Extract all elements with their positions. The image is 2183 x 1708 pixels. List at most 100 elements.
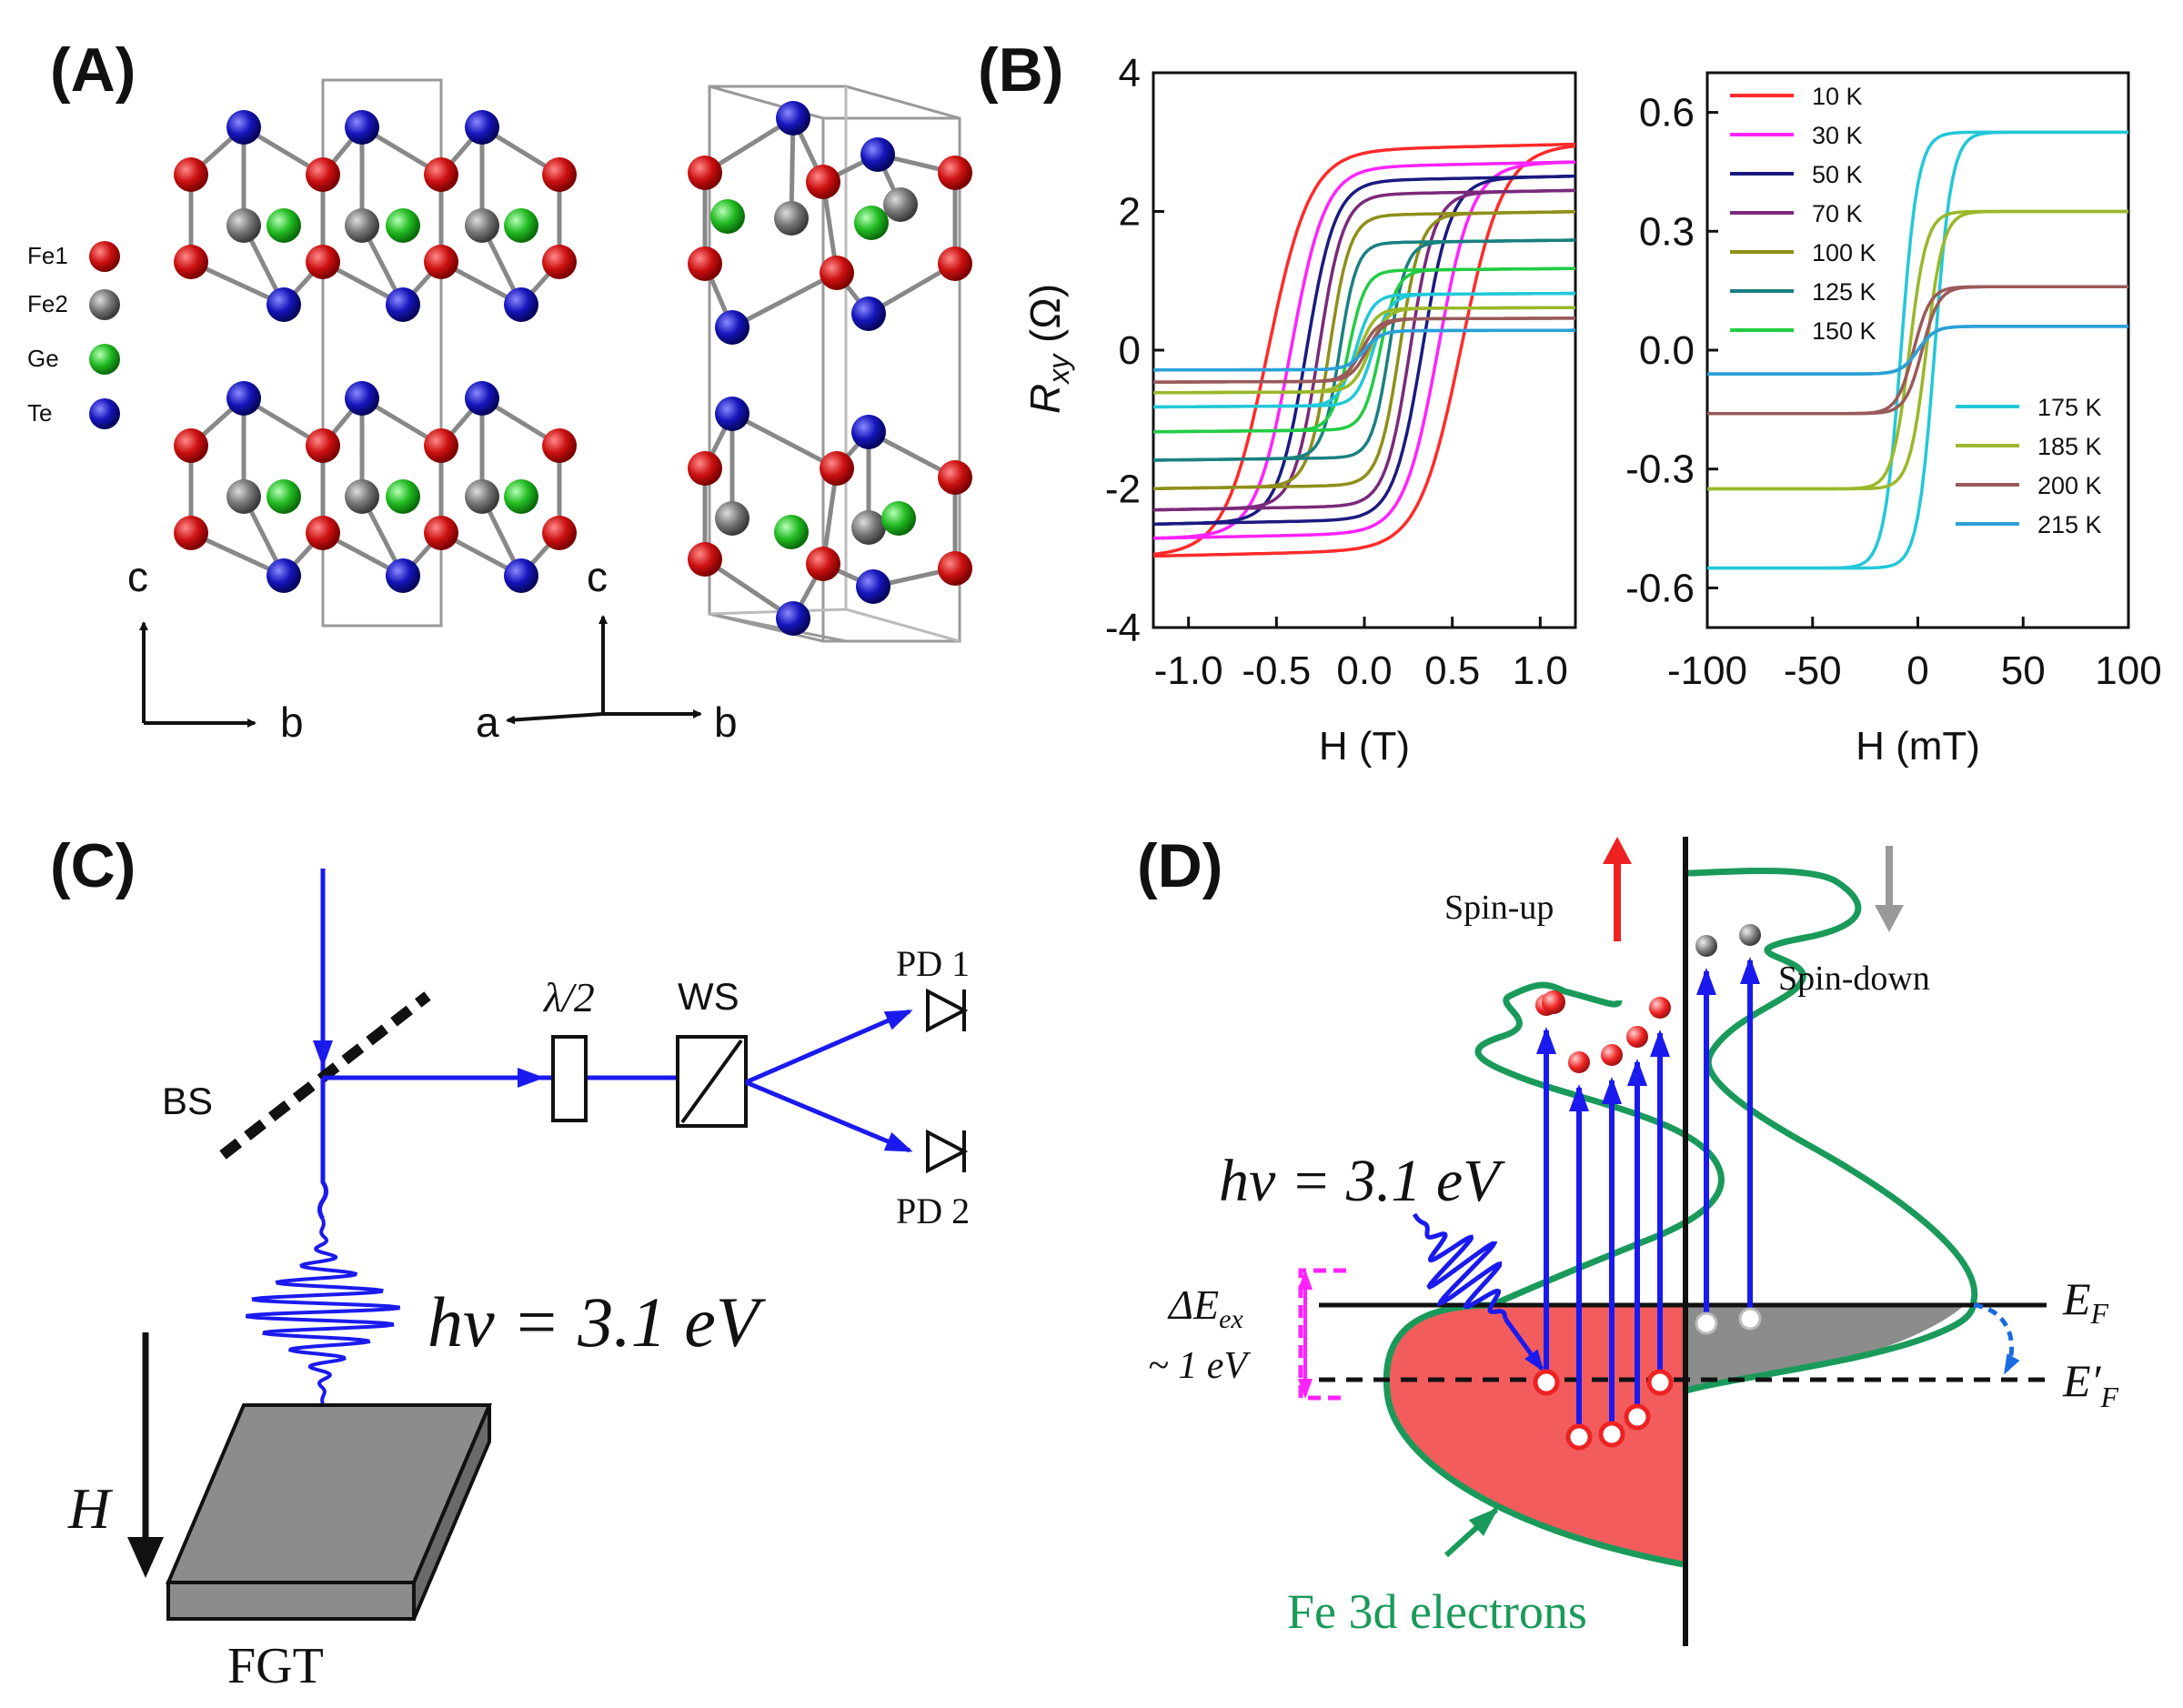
atom-te [465, 110, 499, 145]
legend-swatch-ge [89, 344, 120, 375]
atom-fe1 [306, 428, 340, 463]
axis-label-a-right: a [476, 698, 499, 746]
atom-fe2 [345, 208, 379, 243]
spin-up-label: Spin-up [1444, 889, 1554, 927]
legend-label: 175 K [2037, 394, 2102, 421]
sample-label: FGT [227, 1638, 324, 1694]
x-tick-label: 0 [1906, 648, 1928, 693]
y-tick-label: 0.0 [1639, 328, 1695, 373]
hysteresis-curve-100k [1153, 209, 1575, 491]
legend-label: 125 K [1812, 278, 1876, 306]
hysteresis-curve-175k [1707, 130, 2128, 570]
panel-d: (D) EF E′F ΔEex ~ 1 eV Spin-up Spin-down [1137, 831, 2118, 1646]
fermi-shift-arrow [1973, 1302, 2020, 1375]
atom-te [860, 137, 895, 172]
legend-label: 185 K [2037, 433, 2102, 460]
atom-fe2 [715, 501, 749, 536]
atom-fe1 [306, 157, 340, 192]
atom-fe2 [851, 510, 886, 545]
photodiode-1 [926, 988, 969, 1033]
atom-fe1 [424, 516, 458, 550]
legend-label: 50 K [1812, 161, 1863, 188]
halfwave-label: λ/2 [542, 974, 595, 1020]
split-beam-2 [745, 1080, 913, 1153]
y-tick-label: 0.3 [1639, 209, 1695, 254]
hysteresis-curve-185k [1153, 306, 1575, 395]
x-tick-label: 0.0 [1336, 648, 1392, 693]
atom-fe1 [688, 156, 722, 190]
approx-1ev-label: ~ 1 eV [1148, 1345, 1251, 1387]
bond [703, 557, 795, 621]
hysteresis-curve-30k [1153, 160, 1575, 540]
atom-fe1 [820, 256, 854, 290]
probe-beam [317, 1078, 328, 1221]
atom-ge [386, 479, 420, 514]
bond [703, 116, 795, 176]
atom-fe1 [938, 246, 972, 281]
atom-te [226, 381, 261, 416]
legend-label: 70 K [1812, 200, 1863, 227]
atom-te [776, 601, 810, 636]
atom-fe2 [883, 187, 918, 222]
ef-prime-label: E′F [2062, 1355, 2118, 1413]
photon-energy-label-d: hν = 3.1 eV [1219, 1148, 1505, 1214]
pd2-label: PD 2 [896, 1191, 970, 1231]
legend-swatch-te [89, 398, 120, 429]
atom-fe1 [174, 428, 208, 463]
legend-label: 10 K [1812, 83, 1863, 110]
atom-ge [881, 501, 916, 536]
y-tick-label: -0.6 [1625, 566, 1695, 610]
atom-fe1 [306, 245, 340, 279]
spin-down-dos-curve [1681, 868, 1978, 1395]
panel-b-label: (B) [978, 35, 1063, 105]
axes-indicator-left: c b [127, 553, 304, 746]
hysteresis-curve-215k [1153, 328, 1575, 372]
hole [1565, 1423, 1593, 1451]
atom-ge [267, 208, 301, 243]
y-tick-label: 0.6 [1639, 91, 1695, 136]
atom-fe1 [542, 516, 577, 550]
x-axis-label: H (mT) [1856, 724, 1980, 769]
y-tick-label: -4 [1105, 606, 1141, 650]
excited-electron [1625, 1024, 1650, 1050]
axis-label-c-right: c [587, 553, 608, 600]
atom-fe1 [688, 542, 722, 577]
atom-te [715, 397, 749, 431]
legend-label: 30 K [1812, 122, 1863, 149]
x-tick-label: -100 [1667, 648, 1747, 693]
x-tick-label: 1.0 [1513, 648, 1568, 693]
panel-a-label: (A) [50, 35, 136, 105]
atom-te [267, 558, 301, 593]
atom-te [345, 381, 379, 416]
x-tick-label: -1.0 [1154, 648, 1223, 693]
atom-te [851, 415, 886, 449]
atom-te [345, 110, 379, 145]
spin-up-dos-curve [1383, 981, 1725, 1568]
excited-electron [1694, 933, 1719, 959]
bs-label: BS [162, 1080, 213, 1122]
atom-ge [854, 206, 889, 240]
atom-fe1 [174, 516, 208, 550]
curves [1153, 142, 1575, 558]
hole [1533, 1369, 1560, 1396]
hole [1695, 1311, 1718, 1335]
hysteresis-curve-70k [1153, 188, 1575, 512]
bond [730, 411, 839, 471]
crystal-structure-perspective [688, 101, 972, 636]
half-wave-plate [551, 1035, 588, 1122]
legend-label-te: Te [27, 399, 52, 427]
exchange-splitting-indicator [1298, 1268, 1346, 1401]
legend-label: 100 K [1812, 239, 1876, 266]
atom-te [226, 110, 261, 145]
photon-wavepacket [245, 1218, 401, 1406]
atom-fe1 [424, 428, 458, 463]
excited-electron [1599, 1042, 1625, 1068]
atom-te [465, 381, 499, 416]
photodiode-2 [926, 1129, 969, 1174]
hysteresis-curve-125k [1153, 238, 1575, 462]
hole [1598, 1421, 1625, 1448]
ws-label: WS [678, 975, 739, 1018]
x-tick-label: 0.5 [1424, 648, 1480, 693]
atom-te [715, 310, 749, 345]
panel-c-label: (C) [50, 831, 136, 900]
